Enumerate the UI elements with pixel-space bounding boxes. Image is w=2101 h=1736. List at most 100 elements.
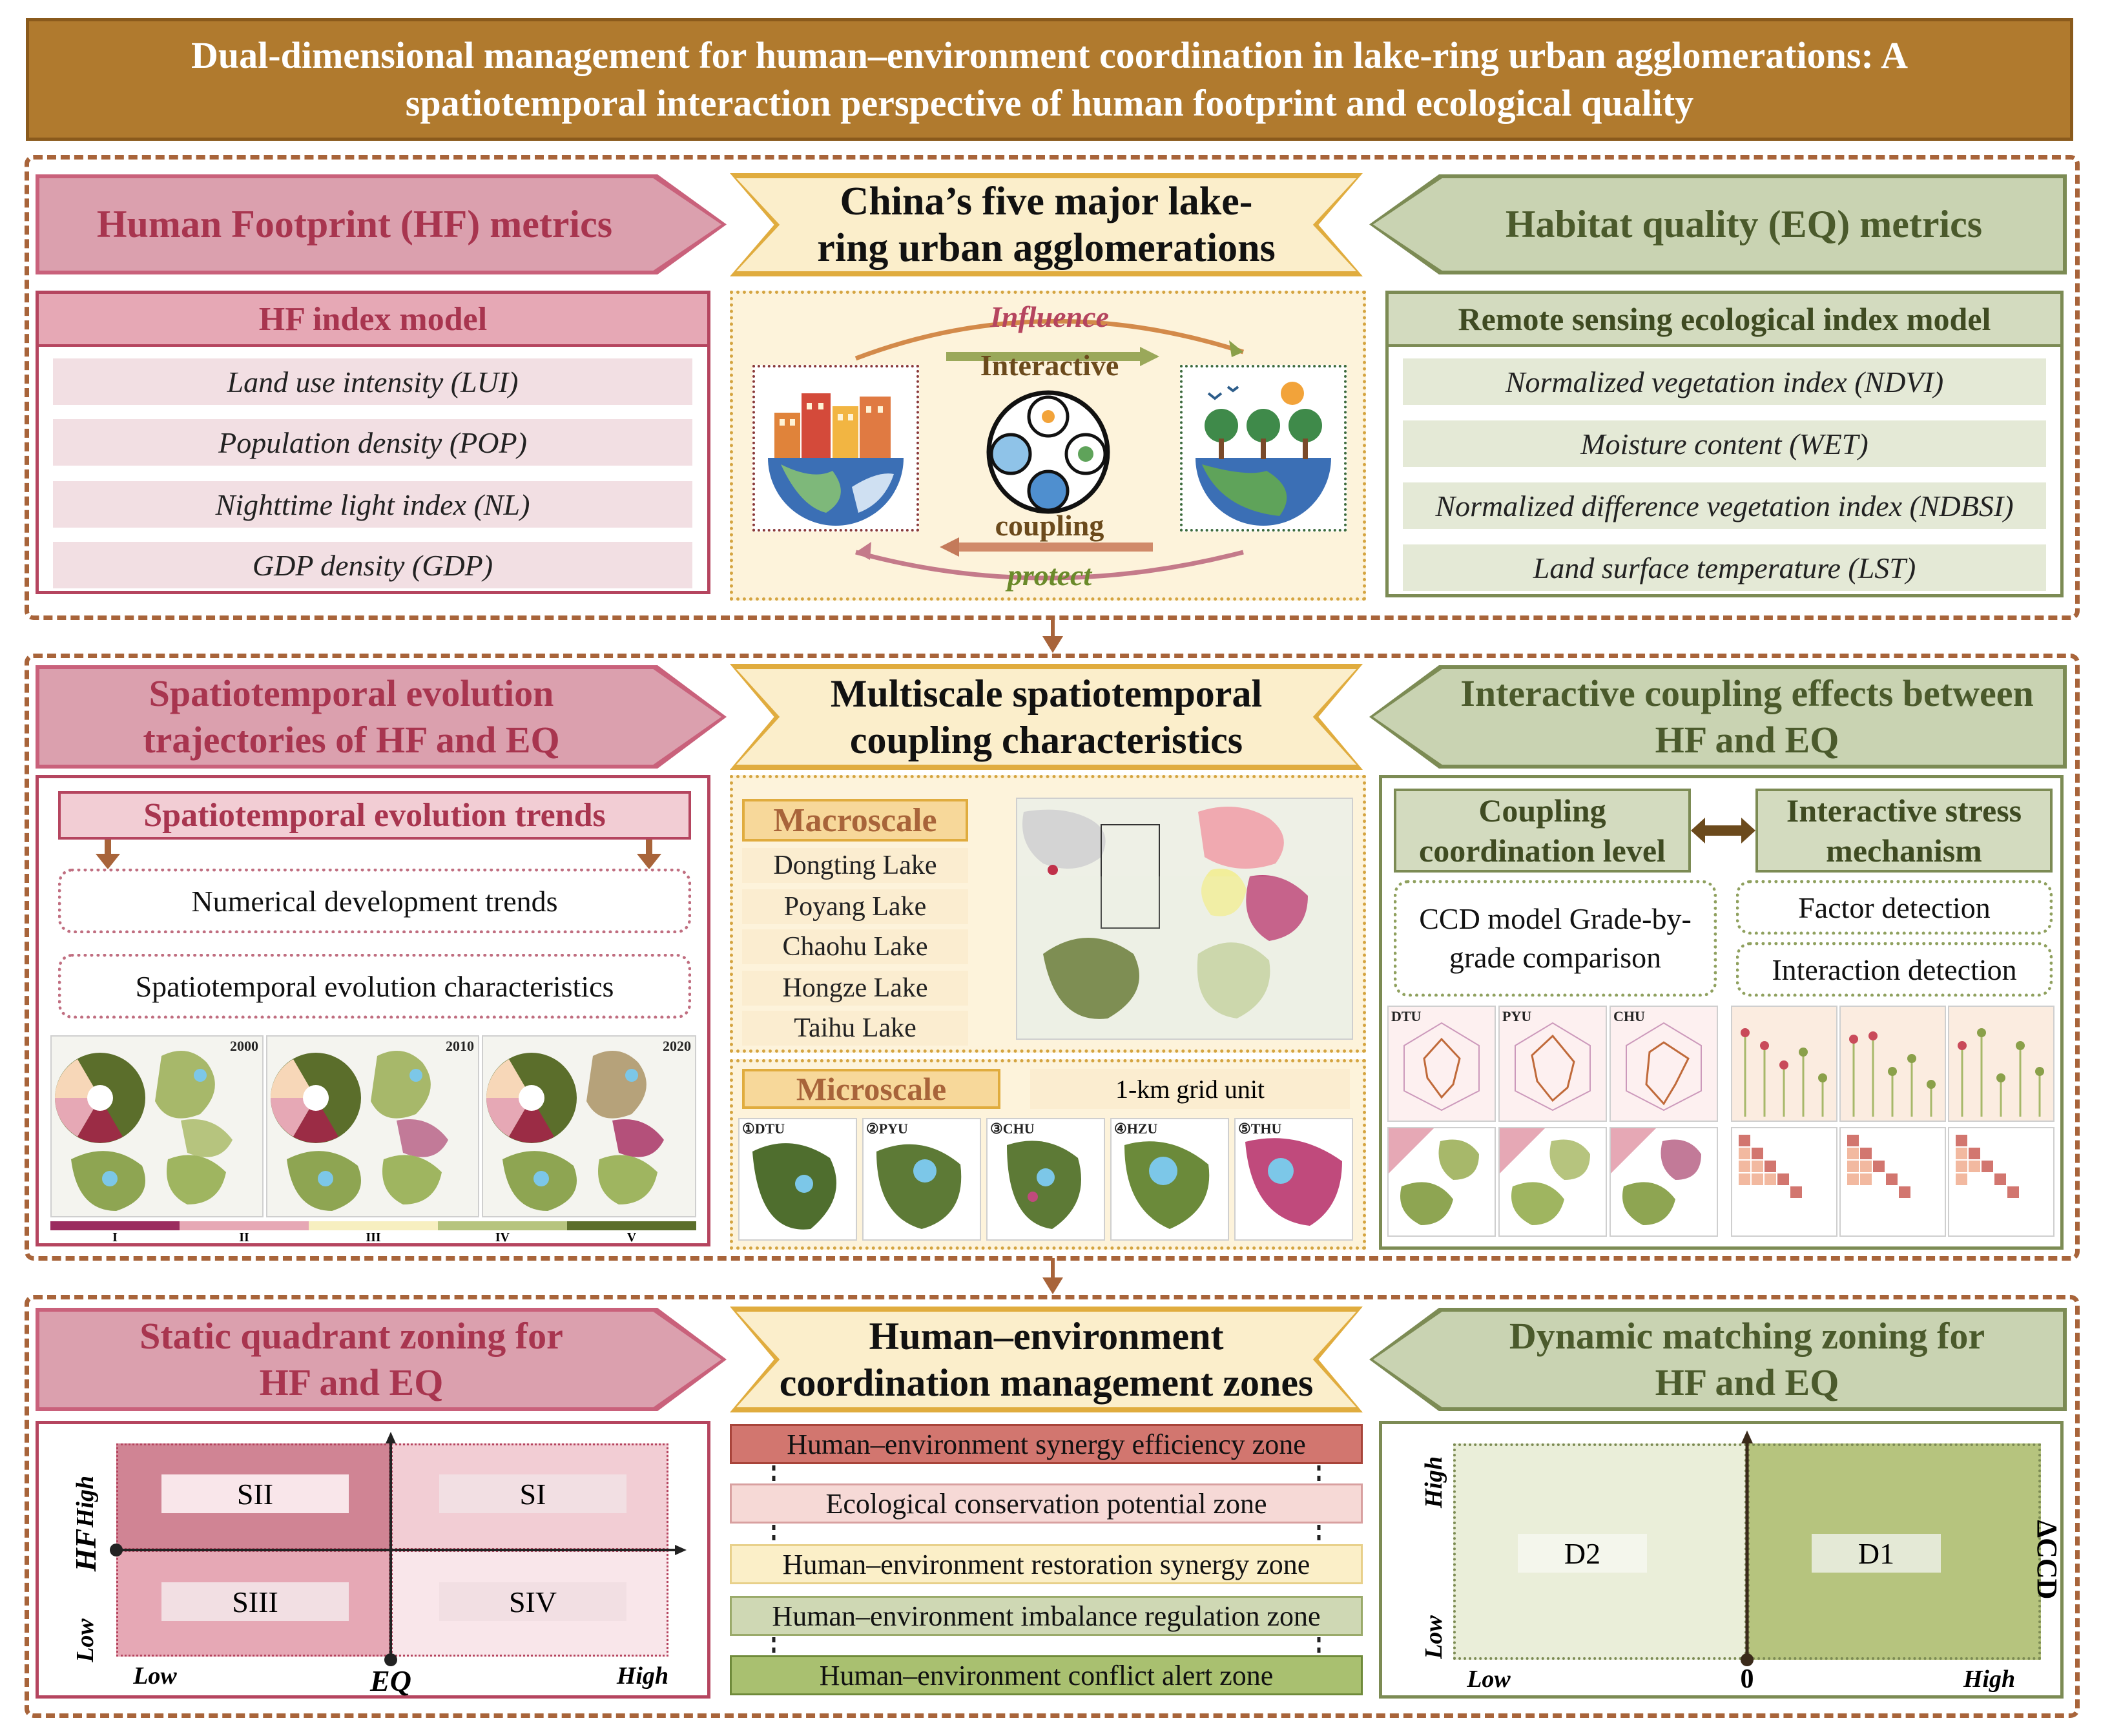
hf-index-panel: HF index model Land use intensity (LUI) … — [36, 291, 710, 594]
heatmap-3 — [1948, 1127, 2054, 1237]
label-siv: SIV — [439, 1582, 626, 1621]
double-arrow-icon — [1691, 818, 1755, 843]
trend-map-2020: 2020 — [482, 1035, 696, 1217]
eq-metrics-arrow: Habitat quality (EQ) metrics — [1373, 178, 2063, 271]
label-si: SI — [439, 1474, 626, 1513]
hf-item-gdp: GDP density (GDP) — [53, 542, 692, 588]
legend-v: V — [626, 1230, 637, 1245]
radar-pyu: PYU — [1498, 1006, 1607, 1122]
ccd-map-3 — [1609, 1127, 1718, 1237]
micro-label-hzu: ④HZU — [1114, 1121, 1158, 1137]
macroscale-map-graphic — [1017, 807, 1352, 1038]
heatmap-3-graphic — [1956, 1135, 2019, 1198]
micro-label-chu: ③CHU — [990, 1121, 1035, 1137]
main-title: Dual-dimensional management for human–en… — [191, 34, 1908, 124]
radar-label-dtu: DTU — [1391, 1008, 1422, 1024]
ccd-map-1 — [1387, 1127, 1496, 1237]
hf-index-header: HF index model — [39, 294, 707, 347]
lake-taihu: Taihu Lake — [742, 1011, 968, 1046]
dynamic-x-high: High — [1963, 1666, 2016, 1693]
spatiotemporal-characteristics-box: Spatiotemporal evolution characteristics — [58, 954, 691, 1018]
eq-item-lst: Land surface temperature (LST) — [1403, 544, 2046, 591]
micro-label-thu: ⑤THU — [1238, 1121, 1282, 1137]
quadrant-d1 — [1747, 1443, 2041, 1660]
micro-map-dtu: ①DTU — [738, 1118, 857, 1241]
lake-hongze: Hongze Lake — [742, 971, 968, 1006]
interaction-illustration: Influence Interactive coupling protect — [730, 291, 1366, 601]
static-y-low: Low — [72, 1618, 99, 1662]
eq-item-ndvi: Normalized vegetation index (NDVI) — [1403, 358, 2046, 405]
dynamic-zoning-arrow: Dynamic matching zoning for HF and EQ — [1373, 1312, 2063, 1407]
macroscale-map — [1016, 798, 1353, 1040]
static-y-high: High — [72, 1475, 99, 1528]
legend-iv: IV — [495, 1230, 510, 1245]
grid-unit-label: 1-km grid unit — [1030, 1069, 1350, 1109]
radar-pyu-graphic — [1515, 1022, 1591, 1111]
lollipop-1-graphic — [1741, 1028, 1827, 1117]
trend-map-2020-graphic — [486, 1051, 664, 1211]
ccd-map-2 — [1498, 1127, 1607, 1237]
label-d1: D1 — [1812, 1534, 1941, 1573]
dynamic-axes — [1741, 1431, 1754, 1666]
micro-map-hzu-graphic — [1124, 1141, 1210, 1229]
city-illustration — [752, 365, 919, 532]
heatmap-2-graphic — [1847, 1135, 1910, 1198]
lake-poyang: Poyang Lake — [742, 889, 968, 924]
static-quadrant-panel: SII SI SIII SIV High HF Low Low EQ High — [36, 1421, 710, 1699]
ccd-map-1-graphic — [1389, 1128, 1479, 1225]
trend-map-2010-graphic — [271, 1051, 448, 1211]
trend-map-2000-graphic — [55, 1051, 233, 1211]
dynamic-y-high: High — [1420, 1456, 1447, 1509]
zone-imbalance-regulation: Human–environment imbalance regulation z… — [730, 1596, 1363, 1636]
eq-index-header: Remote sensing ecological index model — [1389, 294, 2060, 347]
micro-label-pyu: ②PYU — [866, 1121, 908, 1137]
zone-restoration-synergy: Human–environment restoration synergy zo… — [730, 1544, 1363, 1584]
protect-label: protect — [1007, 558, 1092, 592]
dynamic-zoning-label: Dynamic matching zoning for HF and EQ — [1509, 1315, 1985, 1403]
ccd-map-3-graphic — [1611, 1128, 1701, 1225]
dynamic-zero: 0 — [1740, 1664, 1754, 1694]
eq-item-wet: Moisture content (WET) — [1403, 420, 2046, 467]
dynamic-x-low: Low — [1467, 1666, 1511, 1693]
heatmap-1-graphic — [1739, 1135, 1802, 1198]
hf-item-lui: Land use intensity (LUI) — [53, 358, 692, 405]
static-x-low: Low — [133, 1662, 177, 1690]
interactive-effects-arrow: Interactive coupling effects between HF … — [1373, 669, 2063, 765]
macroscale-panel: Macroscale Dongting Lake Poyang Lake Cha… — [730, 775, 1366, 1053]
coupling-label: coupling — [995, 508, 1104, 542]
nature-icon — [1195, 382, 1331, 526]
hf-metrics-label: Human Footprint (HF) metrics — [96, 203, 613, 245]
lake-chaohu: Chaohu Lake — [742, 929, 968, 964]
interaction-detection-box: Interaction detection — [1736, 942, 2053, 997]
static-x-axis-label: EQ — [370, 1664, 411, 1697]
label-siii: SIII — [161, 1582, 349, 1621]
eq-metrics-label: Habitat quality (EQ) metrics — [1505, 203, 1983, 245]
label-d2: D2 — [1518, 1534, 1647, 1573]
nature-illustration — [1180, 365, 1347, 532]
micro-label-dtu: ①DTU — [742, 1121, 785, 1137]
eq-item-ndbsi: Normalized difference vegetation index (… — [1403, 482, 2046, 529]
year-2010: 2010 — [446, 1038, 474, 1054]
radar-label-pyu: PYU — [1502, 1008, 1532, 1024]
static-axes — [110, 1432, 687, 1666]
heatmap-1 — [1731, 1127, 1837, 1237]
hf-metrics-arrow: Human Footprint (HF) metrics — [39, 178, 721, 271]
down-arrow-2 — [1042, 1258, 1063, 1294]
zone-dotted-connectors — [772, 1465, 1321, 1655]
trends-header: Spatiotemporal evolution trends — [58, 791, 691, 840]
zone-conflict-alert: Human–environment conflict alert zone — [730, 1655, 1363, 1695]
hf-item-pop: Population density (POP) — [53, 419, 692, 466]
lake-ring-chevron: China’s five major lake-ring urban agglo… — [736, 178, 1356, 271]
hf-item-nl: Nighttime light index (NL) — [53, 481, 692, 528]
delta-ccd-label: ΔCCD — [2031, 1520, 2064, 1600]
micro-map-pyu-graphic — [876, 1144, 962, 1229]
static-y-axis-label: HF — [68, 1528, 102, 1572]
trajectory-arrow: Spatiotemporal evolution trajectories of… — [39, 669, 721, 765]
city-icon — [768, 393, 904, 526]
micro-map-hzu: ④HZU — [1110, 1118, 1229, 1241]
coupling-level-header: Coupling coordination level — [1394, 789, 1691, 873]
lollipop-chart-2 — [1839, 1006, 1946, 1122]
heatmap-2 — [1839, 1127, 1946, 1237]
ccd-model-box: CCD model Grade-by-grade comparison — [1394, 880, 1717, 997]
factor-detection-box: Factor detection — [1736, 880, 2053, 935]
